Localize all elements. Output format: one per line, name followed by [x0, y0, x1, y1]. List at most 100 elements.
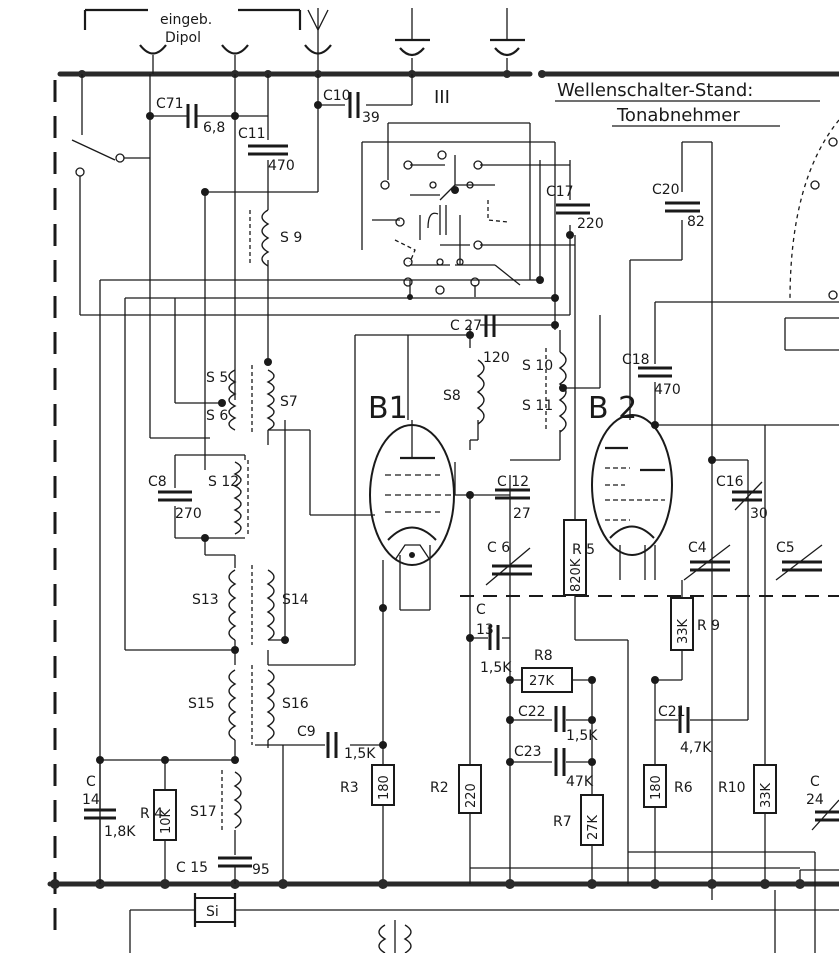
s5-label: S 5: [206, 370, 228, 386]
r9-value: 33K: [676, 618, 691, 644]
s14-label: S14: [282, 592, 309, 608]
switch-mode: Tonabnehmer: [616, 105, 740, 126]
capacitor-c4: [683, 544, 731, 581]
capacitor-c16: [732, 481, 763, 511]
c17-label: C17: [546, 184, 574, 200]
s11-label: S 11: [522, 398, 553, 414]
resistor-r6: [643, 764, 667, 808]
s10-label: S 10: [522, 358, 553, 374]
switch-title: Wellenschalter-Stand:: [557, 80, 753, 101]
c15-value: 95: [252, 862, 270, 878]
c15-label: C 15: [176, 860, 208, 876]
resistor-r5: [563, 519, 587, 596]
coil-s15: [228, 669, 237, 741]
r3-label: R3: [340, 780, 359, 796]
coil-s8: [476, 359, 485, 425]
c20-label: C20: [652, 182, 680, 198]
c16-label: C16: [716, 474, 744, 490]
s16-label: S16: [282, 696, 309, 712]
s9-label: S 9: [280, 230, 302, 246]
coil-s14: [251, 565, 275, 645]
coil-s16: [251, 665, 275, 745]
c14-sub: 14: [82, 792, 100, 808]
c71-value: 6,8: [203, 120, 225, 136]
s12-label: S 12: [208, 474, 239, 490]
s8-label: S8: [443, 388, 461, 404]
c13-label: C: [476, 602, 486, 618]
roman-three: III: [434, 87, 450, 108]
tube-b2-label: B 2: [588, 391, 637, 426]
capacitor-c23: [554, 748, 566, 776]
resistor-r7: [580, 794, 604, 846]
capacitor-c71: [186, 104, 210, 128]
c9-label: C9: [297, 724, 316, 740]
c24-sub: 24: [806, 792, 824, 808]
capacitor-c22: [554, 706, 566, 732]
switch-area-wiring: [361, 122, 576, 520]
capacitor-c21: [678, 707, 690, 733]
s13-label: S13: [192, 592, 219, 608]
c22-value: 1,5K: [566, 728, 598, 744]
tube-b2: [591, 414, 673, 580]
c16-value: 30: [750, 506, 768, 522]
c21-value: 4,7K: [680, 740, 712, 756]
c21-label: C21: [658, 704, 686, 720]
tube-b1: [369, 420, 455, 566]
resistor-r8: [521, 667, 573, 693]
r5-value: 820K: [569, 558, 584, 592]
capacitor-c15: [218, 856, 252, 884]
fuse: [193, 893, 237, 927]
frame-lines: [47, 8, 839, 953]
c27-value: 120: [483, 350, 510, 366]
r8-value: 27K: [529, 674, 555, 689]
antenna-label-line2: Dipol: [165, 30, 201, 46]
dipol-antenna-left: [139, 44, 167, 74]
switch-contacts: [380, 150, 509, 300]
c11-label: C11: [238, 126, 266, 142]
r4-value: 10K: [159, 808, 174, 834]
c4-label: C4: [688, 540, 707, 556]
c10-value: 39: [362, 110, 380, 126]
resistor-r2: [458, 764, 482, 814]
resistor-r10: [753, 764, 777, 814]
c8-value: 270: [175, 506, 202, 522]
coil-s13: [228, 569, 237, 641]
c13-sub: 13: [476, 622, 494, 638]
capacitor-c11: [248, 144, 288, 156]
c20-value: 82: [687, 214, 705, 230]
c11-value: 470: [268, 158, 295, 174]
r10-value: 33K: [759, 782, 774, 808]
c23-label: C23: [514, 744, 542, 760]
capacitor-c13: [488, 625, 500, 650]
c6-label: C 6: [487, 540, 510, 556]
c24-label: C: [810, 774, 820, 790]
r8-label: R8: [534, 648, 553, 664]
r2-label: R2: [430, 780, 449, 796]
capacitor-c10: [348, 92, 360, 118]
r2-value: 220: [464, 783, 479, 808]
transformer-bottom: [378, 920, 412, 953]
r6-value: 180: [649, 775, 664, 800]
r4-label: R 4: [140, 806, 163, 822]
r7-value: 27K: [586, 814, 601, 840]
c27-label: C 27: [450, 318, 482, 334]
antenna-socket-2: [490, 8, 525, 74]
capacitor-c24: [811, 799, 839, 831]
antenna-fork: [304, 8, 332, 74]
coil-s17: [221, 770, 242, 830]
b2-wiring: [470, 119, 839, 953]
c22-label: C22: [518, 704, 546, 720]
c18-label: C18: [622, 352, 650, 368]
resistor-r9: [670, 597, 694, 651]
r10-label: R10: [718, 780, 746, 796]
capacitor-c6: [485, 547, 532, 586]
c18-value: 470: [654, 382, 681, 398]
capacitor-c17: [556, 203, 590, 215]
junction-dots: [96, 101, 716, 766]
c14-label: C: [86, 774, 96, 790]
c8-label: C8: [148, 474, 167, 490]
c14-value: 1,8K: [104, 824, 136, 840]
coil-s5-s6: [228, 369, 237, 431]
c10-label: C10: [323, 88, 351, 104]
